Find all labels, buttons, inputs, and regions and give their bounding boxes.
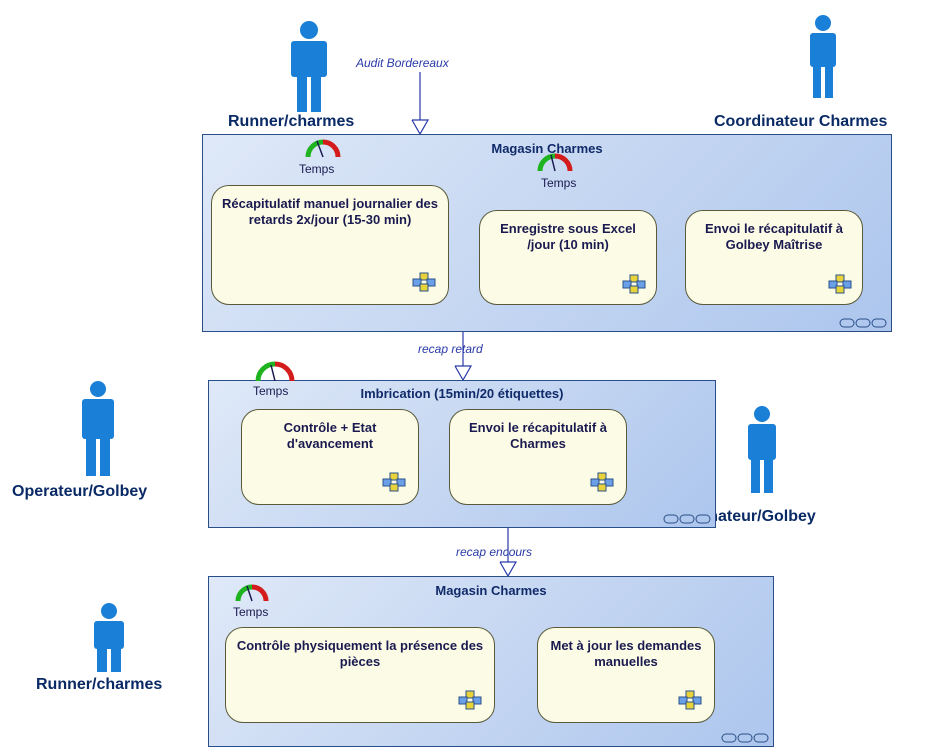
task-label: Met à jour les demandes manuelles [550,638,702,669]
actor-label-runner-bottom: Runner/charmes [36,676,163,693]
group-title: Imbrication (15min/20 étiquettes) [360,386,564,401]
chain-icon [663,514,711,524]
task-label: Enregistre sous Excel /jour (10 min) [500,221,636,252]
task-label: Contrôle physiquement la présence des pi… [236,638,484,669]
task-label: Contrôle + Etat d'avancement [283,420,377,451]
person-icon-animateur [746,405,778,493]
actor-label-runner-top: Runner/charmes [228,113,355,130]
gauge-label: Temps [299,162,335,176]
gauge-icon [537,153,573,172]
group-magasin-charmes-top[interactable]: Magasin Charmes Temps Temps Récapitulati… [202,134,892,332]
person-icon-runner-bottom [92,602,126,672]
task-controle-physiquement[interactable]: Contrôle physiquement la présence des pi… [225,627,495,723]
audit-arrowhead [411,119,430,136]
task-label: Envoi le récapitulatif à Golbey Maîtrise [705,221,843,252]
recap-retard-arrowhead [454,365,473,382]
person-icon-runner-top [288,20,330,112]
task-met-a-jour-demandes[interactable]: Met à jour les demandes manuelles [537,627,715,723]
person-icon-operateur [80,380,116,476]
recap-encours-arrowhead [499,561,518,578]
flow-label-recap-encours: recap encours [456,545,533,559]
gauge-label: Temps [253,384,289,398]
group-title: Magasin Charmes [491,141,603,156]
task-label: Récapitulatif manuel journalier des reta… [222,196,438,227]
subprocess-icon [622,274,646,294]
task-envoi-charmes[interactable]: Envoi le récapitulatif à Charmes [449,409,627,505]
gauge-icon [255,361,295,382]
subprocess-icon [590,472,614,492]
subprocess-icon [412,272,436,292]
gauge-icon [305,139,341,158]
task-enregistre-excel[interactable]: Enregistre sous Excel /jour (10 min) [479,210,657,305]
subprocess-icon [828,274,852,294]
flow-label-recap-retard: recap retard [418,342,483,356]
subprocess-icon [382,472,406,492]
group-imbrication[interactable]: Imbrication (15min/20 étiquettes) Temps … [208,361,716,528]
task-envoi-golbey-maitrise[interactable]: Envoi le récapitulatif à Golbey Maîtrise [685,210,863,305]
subprocess-icon [458,690,482,710]
actor-label-coordinateur: Coordinateur Charmes [714,113,888,130]
person-icon-coordinateur [808,14,838,98]
task-label: Envoi le récapitulatif à Charmes [469,420,607,451]
task-controle-etat-avancement[interactable]: Contrôle + Etat d'avancement [241,409,419,505]
gauge-label: Temps [233,605,269,619]
flow-label-audit: Audit Bordereaux [356,56,449,70]
chain-icon [839,318,887,328]
gauge-icon [235,584,269,602]
subprocess-icon [678,690,702,710]
actor-label-operateur: Operateur/Golbey [12,483,148,500]
task-recapitulatif-manuel[interactable]: Récapitulatif manuel journalier des reta… [211,185,449,305]
group-title: Magasin Charmes [435,583,547,598]
group-magasin-charmes-bottom[interactable]: Magasin Charmes Temps Contrôle physiquem… [208,576,774,747]
gauge-label: Temps [541,176,577,190]
chain-icon [721,733,769,743]
